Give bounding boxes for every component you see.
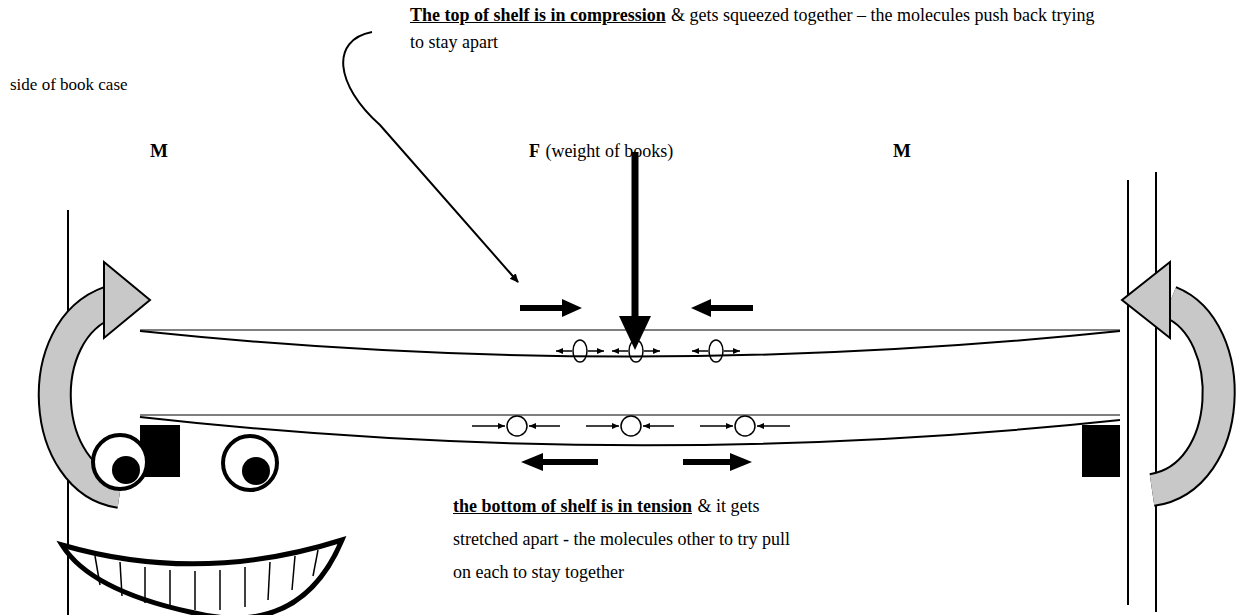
- shelf: [140, 330, 1120, 445]
- force-label: (weight of books): [545, 141, 673, 161]
- molecule: [556, 340, 740, 362]
- callout-heading: The top of shelf is in compression: [410, 5, 666, 25]
- shelf-support: [1082, 425, 1120, 477]
- bookcase-side: [1155, 172, 1157, 612]
- text-group: M: [150, 140, 190, 162]
- moment-arrow: [1122, 262, 1219, 490]
- text-group: M: [893, 140, 933, 162]
- moment-arrow: [55, 262, 150, 492]
- leader-line: [343, 32, 518, 282]
- text-group: the bottom of shelf is in tension& it ge…: [453, 490, 803, 589]
- compression-arrow: [520, 299, 753, 317]
- text-group: side of book case: [10, 74, 210, 96]
- text-group: F(weight of books): [529, 140, 749, 162]
- tension-arrow: [521, 453, 752, 471]
- bookcase-side: [1127, 180, 1129, 605]
- callout-heading: the bottom of shelf is in tension: [453, 496, 692, 516]
- molecule: [472, 416, 790, 436]
- force-arrow: [619, 152, 651, 350]
- part-label: side of book case: [10, 75, 128, 94]
- moment-symbol: M: [893, 140, 911, 161]
- force-symbol: F: [529, 141, 540, 161]
- smiley-face: [62, 435, 342, 615]
- moment-symbol: M: [150, 140, 168, 161]
- text-group: The top of shelf is in compression& gets…: [410, 2, 1110, 56]
